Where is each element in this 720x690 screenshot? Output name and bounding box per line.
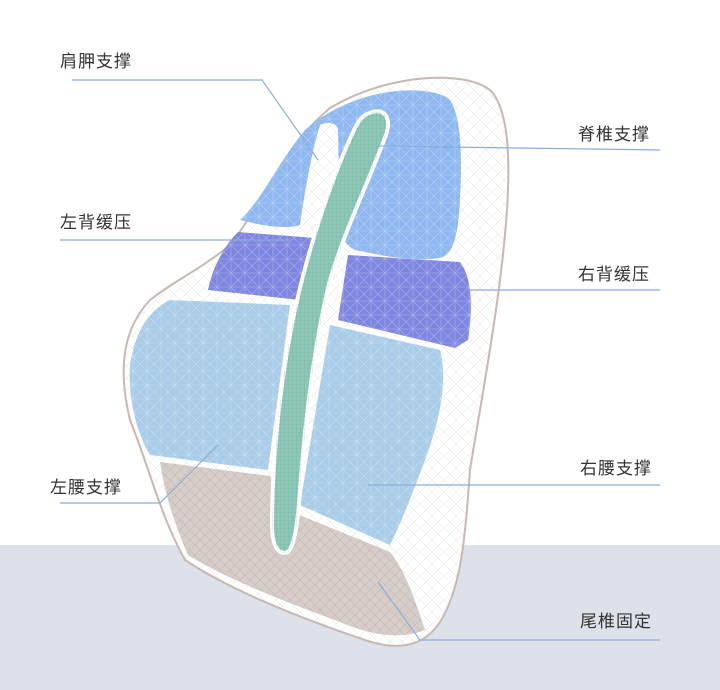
label-spine-support: 脊椎支撑 <box>578 125 650 145</box>
label-left-back-relief: 左背缓压 <box>60 213 132 233</box>
label-shoulder-support: 肩胛支撑 <box>60 52 132 72</box>
label-right-lumbar-support: 右腰支撑 <box>580 459 652 479</box>
leader-line-shoulder <box>72 79 319 161</box>
label-tailbone-fixation: 尾椎固定 <box>580 612 652 632</box>
label-left-lumbar-support: 左腰支撑 <box>50 478 122 498</box>
leader-line-spine <box>377 145 661 151</box>
label-right-back-relief: 右背缓压 <box>578 265 650 285</box>
leader-line-left-lumbar <box>60 444 219 504</box>
leader-line-tail <box>377 581 660 641</box>
